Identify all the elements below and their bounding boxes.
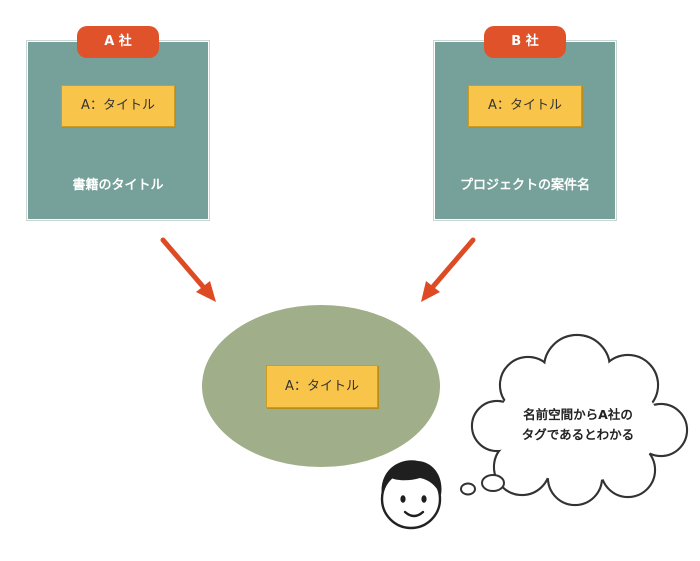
company-b-title-tag: A：タイトル — [468, 85, 582, 127]
company-b-caption: プロジェクトの案件名 — [459, 178, 590, 193]
arrow-from-company-a — [160, 237, 216, 302]
thought-line-1: 名前空間からA社の — [523, 407, 633, 422]
arrow-from-company-b — [421, 237, 476, 302]
company-a-caption: 書籍のタイトル — [72, 178, 164, 193]
thought-bubble-text: 名前空間からA社の タグであるとわかる — [493, 405, 663, 445]
thought-line-2: タグであるとわかる — [521, 427, 635, 442]
company-b-tab: B 社 — [484, 26, 566, 58]
center-title-tag: A：タイトル — [266, 365, 378, 408]
company-a-tab: A 社 — [77, 26, 159, 58]
merged-namespace-ellipse: A：タイトル — [202, 305, 440, 467]
company-a-title-tag: A：タイトル — [61, 85, 175, 127]
company-b-box: B 社 A：タイトル プロジェクトの案件名 — [434, 26, 616, 220]
company-a-box: A 社 A：タイトル 書籍のタイトル — [27, 26, 209, 220]
person-face-icon — [380, 460, 442, 530]
